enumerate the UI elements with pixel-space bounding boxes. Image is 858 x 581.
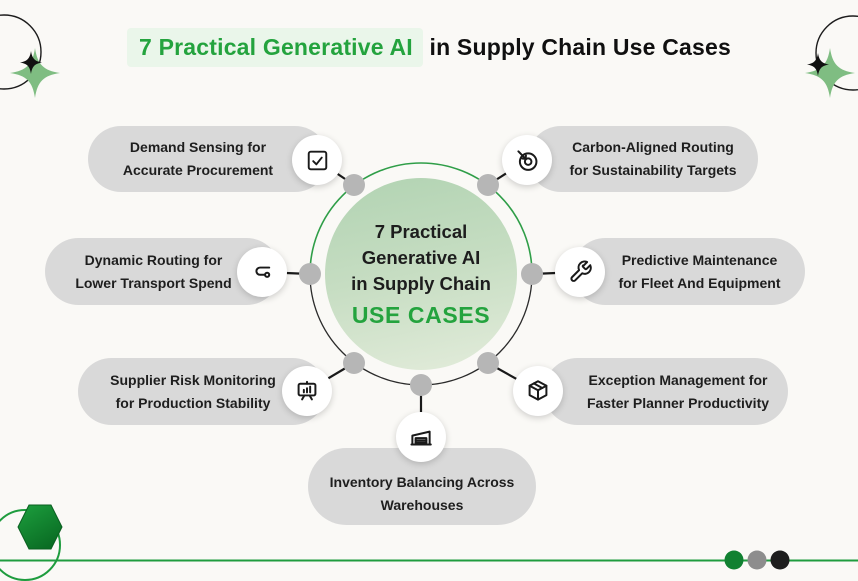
target-icon: [517, 150, 538, 171]
wrench-icon: [570, 260, 592, 282]
circle-outline-icon: [815, 15, 858, 91]
bubble-carbon-aligned-routing: Carbon-Aligned Routing for Sustainabilit…: [528, 126, 758, 192]
checkbox-icon: [307, 150, 327, 170]
center-line-1: 7 Practical: [374, 221, 468, 242]
bubble-text-line: Warehouses: [380, 496, 464, 513]
presentation-chart-icon: [297, 380, 317, 401]
wrench-icon-circle: [555, 247, 605, 297]
route-icon: [255, 266, 271, 278]
bubble-text-line: for Fleet And Equipment: [618, 274, 781, 291]
bubble-text-line: Demand Sensing for: [129, 139, 267, 155]
warehouse-icon: [410, 430, 432, 446]
warehouse-icon-circle: [396, 412, 446, 462]
pager-dot-3: [770, 550, 790, 570]
package-icon-circle: [513, 366, 563, 416]
bubble-demand-sensing: Demand Sensing for Accurate Procurement: [88, 126, 328, 192]
bubble-dynamic-routing: Dynamic Routing for Lower Transport Spen…: [45, 238, 280, 305]
title-highlight: 7 Practical Generative AI: [126, 28, 423, 67]
center-line-2: Generative AI: [361, 247, 481, 268]
pager-dot-1: [724, 550, 744, 570]
pager-dot-2: [747, 550, 767, 570]
center-subtitle: USE CASES: [351, 302, 491, 328]
sparkle-decoration-right: [805, 15, 858, 98]
sparkle-decoration-left: [0, 14, 60, 98]
target-icon-circle: [502, 135, 552, 185]
green-star-icon: [10, 48, 60, 98]
presentation-chart-icon-circle: [282, 366, 332, 416]
bubble-text-line: for Production Stability: [115, 394, 271, 411]
bubble-supplier-risk-monitoring: Supplier Risk Monitoring for Production …: [78, 358, 326, 425]
footer-decoration: [0, 504, 858, 581]
hexagon-icon: [17, 504, 63, 550]
package-icon: [528, 380, 548, 401]
circle-outline-icon: [0, 14, 42, 90]
bubble-text-line: for Sustainability Targets: [569, 162, 737, 178]
bubble-predictive-maintenance: Predictive Maintenance for Fleet And Equ…: [572, 238, 805, 305]
checkbox-icon-circle: [292, 135, 342, 185]
black-star-icon: [807, 53, 829, 76]
connector-dots: [299, 174, 543, 396]
header: 7 Practical Generative AI in Supply Chai…: [0, 28, 858, 67]
green-star-icon: [805, 48, 855, 98]
title-rest: in Supply Chain Use Cases: [422, 34, 732, 60]
bubble-text-line: Inventory Balancing Across: [329, 473, 515, 490]
bubble-text-line: Accurate Procurement: [122, 162, 274, 178]
black-star-icon: [20, 51, 42, 74]
center-line-3: in Supply Chain: [351, 273, 491, 294]
bubble-text-line: Carbon-Aligned Routing: [572, 139, 734, 155]
bubble-text-line: Exception Management for: [588, 371, 768, 388]
bubble-text-line: Faster Planner Productivity: [586, 394, 770, 411]
bubble-text-line: Supplier Risk Monitoring: [110, 371, 276, 388]
bubble-text-line: Dynamic Routing for: [84, 251, 223, 268]
footer-circle-outline: [0, 509, 61, 581]
bubble-text-line: Predictive Maintenance: [621, 251, 778, 268]
bubble-text-line: Lower Transport Spend: [75, 274, 232, 291]
page-title: 7 Practical Generative AI in Supply Chai…: [0, 28, 858, 67]
route-icon-circle: [237, 247, 287, 297]
bubble-exception-management: Exception Management for Faster Planner …: [544, 358, 788, 425]
center-circle: 7 Practical Generative AI in Supply Chai…: [325, 178, 517, 370]
